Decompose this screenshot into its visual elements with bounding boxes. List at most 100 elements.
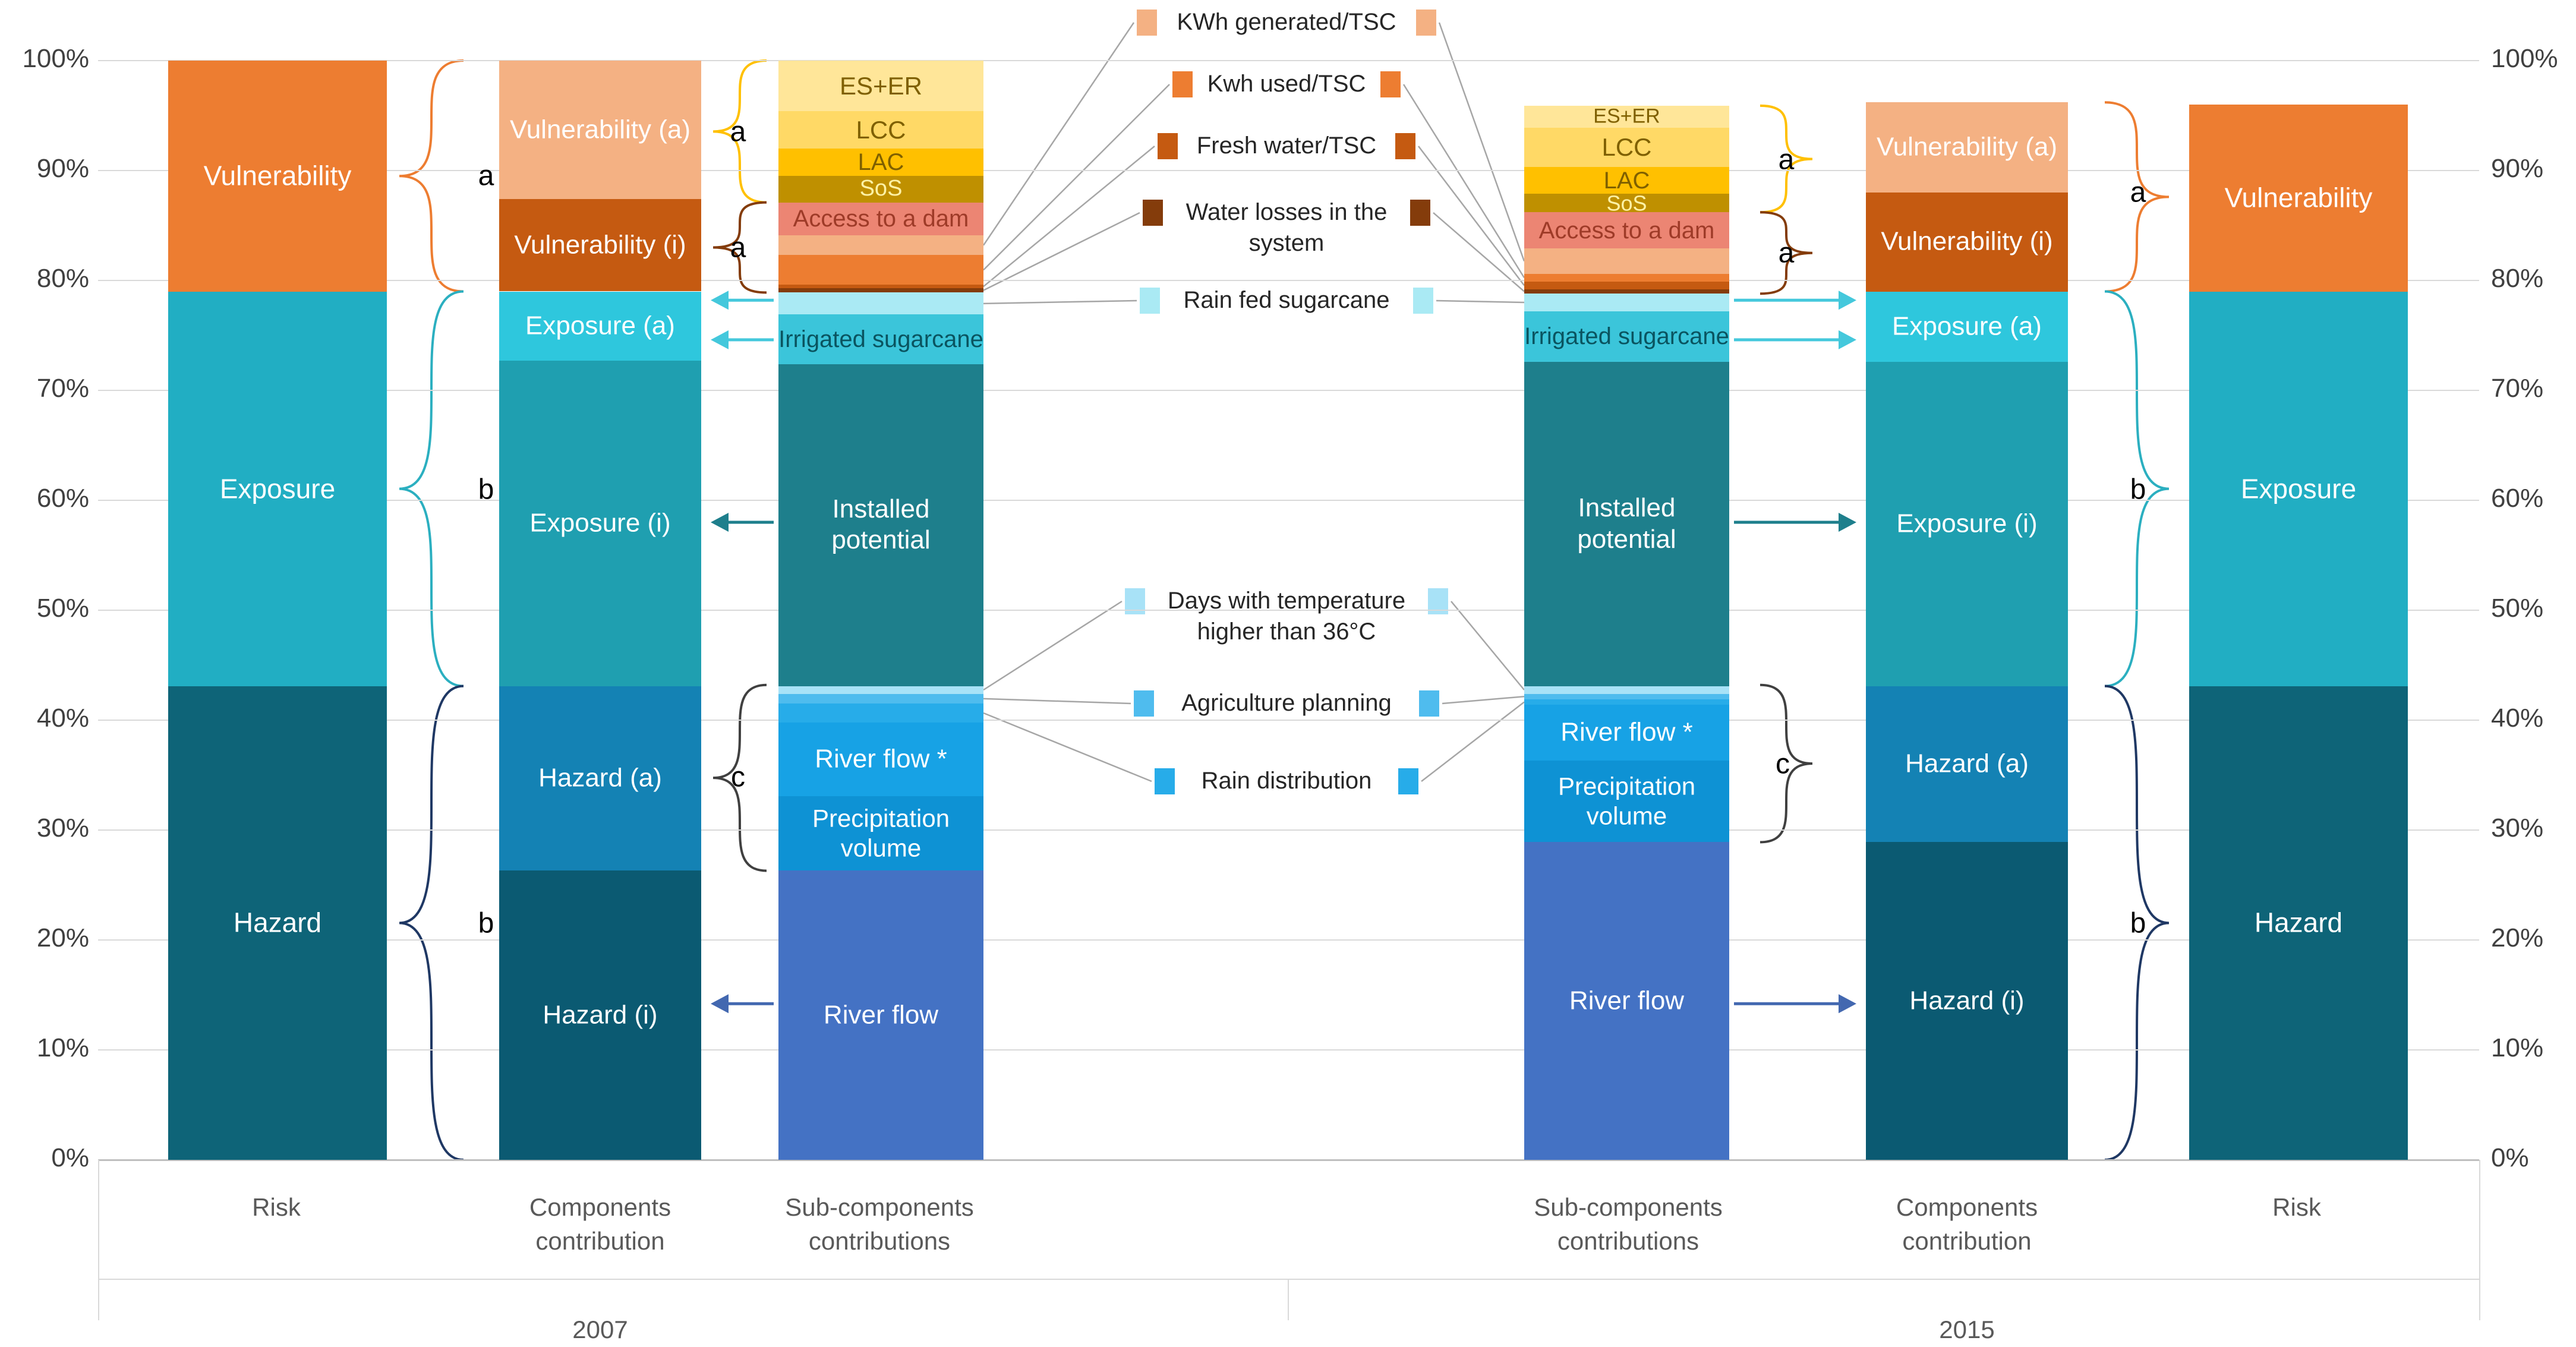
legend-swatch-right-legend-mid-item-1	[1419, 690, 1439, 717]
segment-subcomponents-2007-lac	[778, 149, 983, 176]
gridline-20	[98, 939, 2479, 941]
legend-swatch-left-legend-top-item-4	[1140, 288, 1160, 314]
brace-c-8	[1760, 683, 1813, 844]
arrow-head-river-flow-to-hazard-i-2007	[711, 994, 729, 1014]
segment-components-2015-vulnerability-a-	[1866, 102, 2068, 193]
connector-right-legend-mid-item-0	[1451, 601, 1525, 690]
brace-label-b-2: b	[478, 907, 494, 939]
segment-label-subcomponents-2015-irrigated-sugarcane: Irrigated sugarcane	[1524, 323, 1729, 350]
segment-label-components-2007-hazard-i-: Hazard (i)	[543, 1000, 658, 1030]
segment-label-components-2015-hazard-a-: Hazard (a)	[1905, 749, 2029, 778]
segment-risk-2015-exposure	[2189, 291, 2408, 686]
segment-label-components-2015-hazard-i-: Hazard (i)	[1909, 986, 2025, 1015]
brace-label-c-5: c	[731, 761, 745, 793]
brace-a-6	[1760, 104, 1813, 214]
segment-subcomponents-2015-access-to-a-dam	[1524, 212, 1729, 249]
x-axis-year-2015: 2015	[1939, 1316, 1995, 1343]
legend-swatch-right-legend-top-item-3	[1410, 200, 1430, 226]
legend-swatch-right-legend-top-item-4	[1413, 288, 1433, 314]
brace-label-a-6: a	[1778, 144, 1795, 175]
legend-swatch-left-legend-top-item-1	[1172, 71, 1193, 97]
segment-risk-2007-exposure	[168, 291, 387, 686]
gridline-10	[98, 1049, 2479, 1051]
segment-subcomponents-2007-es-er	[778, 61, 983, 112]
x-axis-category-3: Sub-components contributions	[1534, 1193, 1723, 1255]
segment-subcomponents-2007-irrigated-sugarcane	[778, 314, 983, 364]
segment-subcomponents-2015-water-losses-in-the-system	[1524, 289, 1729, 294]
brace-label-a-3: a	[730, 116, 746, 148]
axis-separator-v-1	[2479, 1160, 2480, 1320]
segment-label-components-2007-hazard-a-: Hazard (a)	[538, 763, 662, 793]
segment-label-components-2007-exposure-a-: Exposure (a)	[525, 311, 675, 340]
y-axis-label-right-10: 10%	[2491, 1033, 2544, 1062]
segment-label-subcomponents-2015-sos: SoS	[1606, 190, 1647, 215]
y-axis-label-right-60: 60%	[2491, 484, 2544, 513]
segment-subcomponents-2015-lac	[1524, 167, 1729, 194]
segment-subcomponents-2015-installed-potential	[1524, 361, 1729, 686]
connector-left-legend-top-item-1	[983, 84, 1170, 271]
connector-right-legend-top-item-3	[1433, 212, 1525, 292]
gridline-70	[98, 390, 2479, 391]
segment-components-2007-hazard-i-	[499, 870, 701, 1160]
segment-label-subcomponents-2015-precipitation-volume: Precipitation volume	[1557, 772, 1696, 830]
legend-swatch-right-legend-top-item-1	[1380, 71, 1401, 97]
segment-components-2015-hazard-a-	[1866, 686, 2068, 843]
segment-label-subcomponents-2015-es-er: ES+ER	[1593, 105, 1660, 128]
segment-label-components-2007-vulnerability-a-: Vulnerability (a)	[509, 115, 691, 144]
brace-label-a-9: a	[2130, 176, 2146, 209]
connector-left-legend-mid-item-1	[983, 698, 1131, 705]
y-axis-label-right-20: 20%	[2491, 923, 2544, 952]
axis-separator-v-0	[98, 1160, 99, 1320]
segment-subcomponents-2007-water-losses-in-the-system	[778, 288, 983, 293]
segment-subcomponents-2015-days-with-temperature-higher-than-36-c	[1524, 686, 1729, 694]
segment-label-risk-2015-hazard: Hazard	[2254, 907, 2343, 938]
segment-label-components-2007-exposure-i-: Exposure (i)	[529, 508, 671, 538]
x-axis-category-2: Sub-components contributions	[785, 1193, 974, 1255]
segment-label-subcomponents-2007-precipitation-volume: Precipitation volume	[812, 804, 950, 862]
y-axis-label-right-50: 50%	[2491, 594, 2544, 623]
segment-label-subcomponents-2007-access-to-a-dam: Access to a dam	[793, 206, 969, 232]
segment-label-subcomponents-2015-lac: LAC	[1603, 167, 1650, 194]
segment-label-subcomponents-2007-lac: LAC	[857, 149, 904, 176]
arrow-head-irrigated-to-exposure-a-2015	[1839, 330, 1856, 349]
segment-subcomponents-2015-kwh-used-tsc	[1524, 273, 1729, 282]
x-axis-category-4: Components contribution	[1896, 1193, 2038, 1255]
y-axis-label-left-30: 30%	[36, 813, 89, 843]
y-axis-label-left-20: 20%	[36, 923, 89, 952]
connector-right-legend-top-item-1	[1402, 84, 1525, 279]
segment-subcomponents-2007-fresh-water-tsc	[778, 285, 983, 288]
segment-label-components-2015-vulnerability-i-: Vulnerability (i)	[1881, 226, 2053, 256]
y-axis-label-left-90: 90%	[36, 154, 89, 183]
legend-top-item-1-label: Kwh used/TSC	[1207, 71, 1366, 97]
y-axis-label-left-60: 60%	[36, 484, 89, 513]
brace-a-0	[399, 59, 464, 293]
legend-swatch-left-legend-mid-item-2	[1155, 768, 1175, 794]
gridline-50	[98, 610, 2479, 611]
segment-subcomponents-2015-es-er	[1524, 105, 1729, 128]
brace-a-7	[1760, 211, 1813, 295]
segment-subcomponents-2007-agriculture-planning	[778, 693, 983, 704]
legend-mid-item-0-label: Days with temperature higher than 36°C	[1167, 588, 1406, 645]
connector-left-legend-top-item-2	[983, 146, 1155, 288]
arrow-head-rain-fed-to-exposure-a-2015	[1839, 291, 1856, 310]
segment-subcomponents-2015-precipitation-volume	[1524, 761, 1729, 843]
legend-swatch-right-legend-top-item-0	[1416, 10, 1436, 36]
y-axis-label-right-100: 100%	[2491, 44, 2558, 73]
connector-left-legend-top-item-0	[982, 22, 1135, 246]
segment-components-2015-exposure-i-	[1866, 361, 2068, 686]
segment-subcomponents-2007-river-flow-	[778, 722, 983, 796]
y-axis-label-right-70: 70%	[2491, 374, 2544, 403]
brace-label-b-10: b	[2130, 474, 2146, 505]
legend-top-item-2-label: Fresh water/TSC	[1196, 133, 1377, 159]
segment-subcomponents-2015-irrigated-sugarcane	[1524, 311, 1729, 362]
segment-subcomponents-2015-lcc	[1524, 127, 1729, 168]
brace-a-9	[2104, 101, 2170, 293]
segment-label-subcomponents-2007-installed-potential: Installed potential	[831, 494, 931, 555]
segment-label-subcomponents-2007-sos: SoS	[859, 176, 903, 201]
segment-risk-2007-vulnerability	[168, 61, 387, 292]
brace-b-2	[399, 684, 464, 1161]
segment-subcomponents-2015-fresh-water-tsc	[1524, 281, 1729, 289]
brace-a-4	[712, 201, 767, 294]
